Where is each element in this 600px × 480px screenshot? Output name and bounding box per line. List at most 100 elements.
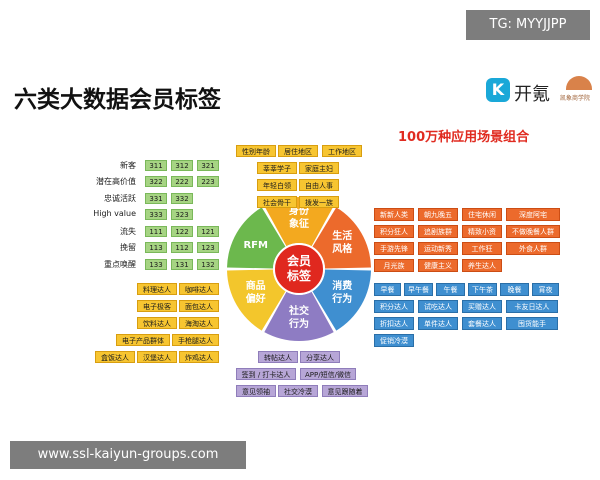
rfm-row-label: 潜在高价值 <box>96 177 136 186</box>
rfm-code-chip: 311 <box>145 160 167 171</box>
wheel-segment-label: 行为 <box>288 317 309 330</box>
product-tag: 电子极客 <box>137 300 177 312</box>
wheel-center-line1: 会员 <box>287 253 311 268</box>
product-tag: 炸鸡达人 <box>179 351 219 363</box>
wheel-segment <box>264 197 334 247</box>
rfm-row-label: 新客 <box>120 161 136 170</box>
wheel-segment-label: RFM <box>243 240 268 251</box>
wheel-segment <box>312 269 371 331</box>
lifestyle-tag: 朝九晚五 <box>418 208 458 221</box>
product-tag: 料理达人 <box>137 283 177 295</box>
identity-tag: 家庭主妇 <box>299 162 339 174</box>
consumption-tag: 宵夜 <box>532 283 559 296</box>
wheel-segment-label: 行为 <box>331 292 352 305</box>
lifestyle-tag: 住宅休闲 <box>462 208 502 221</box>
rfm-code-chip: 322 <box>145 176 167 187</box>
product-tag: 咖啡达人 <box>179 283 219 295</box>
scenario-subtitle: 100万种应用场景组合 <box>398 130 530 145</box>
social-tag: 意见跟随着 <box>322 385 368 397</box>
consumption-tag: 试吃达人 <box>418 300 458 313</box>
identity-tag: 社会骨干 <box>257 196 297 208</box>
social-tag: 意见领袖 <box>236 385 276 397</box>
rfm-row-label: High value <box>93 209 136 218</box>
lifestyle-tag: 运动新秀 <box>418 242 458 255</box>
wheel-segment <box>227 269 286 331</box>
lifestyle-tag: 新新人类 <box>374 208 414 221</box>
identity-tag: 拨发一族 <box>299 196 339 208</box>
lifestyle-tag: 追剧族群 <box>418 225 458 238</box>
identity-tag: 工作地区 <box>322 145 362 157</box>
lifestyle-tag: 养生达人 <box>462 259 502 272</box>
consumption-tag: 囤货能手 <box>506 317 558 330</box>
consumption-tag: 早午餐 <box>404 283 433 296</box>
rfm-code-chip: 123 <box>197 242 219 253</box>
rfm-code-chip: 121 <box>197 226 219 237</box>
page-title: 六类大数据会员标签 <box>14 87 221 113</box>
product-tag: 汉堡达人 <box>137 351 177 363</box>
kaixiang-logo-icon <box>566 76 592 90</box>
rfm-row-label: 挽留 <box>120 243 136 252</box>
consumption-tag: 折扣达人 <box>374 317 414 330</box>
rfm-code-chip: 131 <box>171 259 193 270</box>
identity-tag: 自由人事 <box>299 179 339 191</box>
consumption-tag: 早餐 <box>374 283 401 296</box>
kaike-logo-icon: K <box>486 78 510 102</box>
watermark-badge: TG: MYYJJPP <box>466 10 590 40</box>
product-tag: 电子产品群体 <box>116 334 170 346</box>
social-tag: 社交冷漠 <box>278 385 318 397</box>
wheel-segment <box>264 291 334 341</box>
rfm-code-chip: 333 <box>145 209 167 220</box>
wheel-segment-label: 象征 <box>289 217 309 230</box>
lifestyle-tag: 精致小资 <box>462 225 502 238</box>
wheel-center-line2: 标签 <box>286 268 312 283</box>
wheel-segment-label: 商品 <box>246 279 266 292</box>
rfm-code-chip: 132 <box>197 259 219 270</box>
social-tag: APP/短信/微信 <box>300 368 356 380</box>
wheel-segment-label: 消费 <box>332 279 352 292</box>
lifestyle-tag: 工作狂 <box>462 242 502 255</box>
wheel-segment-label: 生活 <box>332 229 352 242</box>
identity-tag: 年轻白领 <box>257 179 297 191</box>
lifestyle-tag: 健康主义 <box>418 259 458 272</box>
consumption-tag: 晚餐 <box>500 283 529 296</box>
lifestyle-tag: 积分狂人 <box>374 225 414 238</box>
product-tag: 盒饭达人 <box>95 351 135 363</box>
consumption-tag: 促销冷漠 <box>374 334 414 347</box>
consumption-tag: 积分达人 <box>374 300 414 313</box>
rfm-row-label: 重点唤醒 <box>104 260 136 269</box>
rfm-code-chip: 331 <box>145 193 167 204</box>
kaike-logo-text: 开氪 <box>514 84 550 105</box>
lifestyle-tag: 外食人群 <box>506 242 560 255</box>
rfm-code-chip: 222 <box>171 176 193 187</box>
wheel-segment <box>312 207 371 269</box>
consumption-tag: 单件达人 <box>418 317 458 330</box>
rfm-row-label: 流失 <box>120 227 136 236</box>
product-tag: 饮料达人 <box>137 317 177 329</box>
kaixiang-logo-text: 凯象商学院 <box>560 95 591 102</box>
footer-url-banner: www.ssl-kaiyun-groups.com <box>10 441 246 469</box>
consumption-tag: 买赠达人 <box>462 300 502 313</box>
rfm-code-chip: 133 <box>145 259 167 270</box>
lifestyle-tag: 月光族 <box>374 259 414 272</box>
product-tag: 海淘达人 <box>179 317 219 329</box>
identity-tag: 莘莘学子 <box>257 162 297 174</box>
lifestyle-tag: 深度阿宅 <box>506 208 560 221</box>
rfm-code-chip: 332 <box>171 193 193 204</box>
product-tag: 面包达人 <box>179 300 219 312</box>
lifestyle-tag: 不做晚餐人群 <box>506 225 560 238</box>
wheel-segment-label: 风格 <box>332 242 353 255</box>
consumption-tag: 卡友日达人 <box>506 300 558 313</box>
social-tag: 分享达人 <box>300 351 340 363</box>
consumption-tag: 下午茶 <box>468 283 497 296</box>
social-tag: 转帖达人 <box>258 351 298 363</box>
lifestyle-tag: 手游先锋 <box>374 242 414 255</box>
wheel-segment-label: 偏好 <box>246 292 266 305</box>
rfm-code-chip: 112 <box>171 242 193 253</box>
rfm-code-chip: 113 <box>145 242 167 253</box>
rfm-code-chip: 223 <box>197 176 219 187</box>
rfm-code-chip: 122 <box>171 226 193 237</box>
rfm-code-chip: 111 <box>145 226 167 237</box>
wheel-segment-label: 社交 <box>288 304 309 317</box>
social-tag: 签到 / 打卡达人 <box>236 368 296 380</box>
